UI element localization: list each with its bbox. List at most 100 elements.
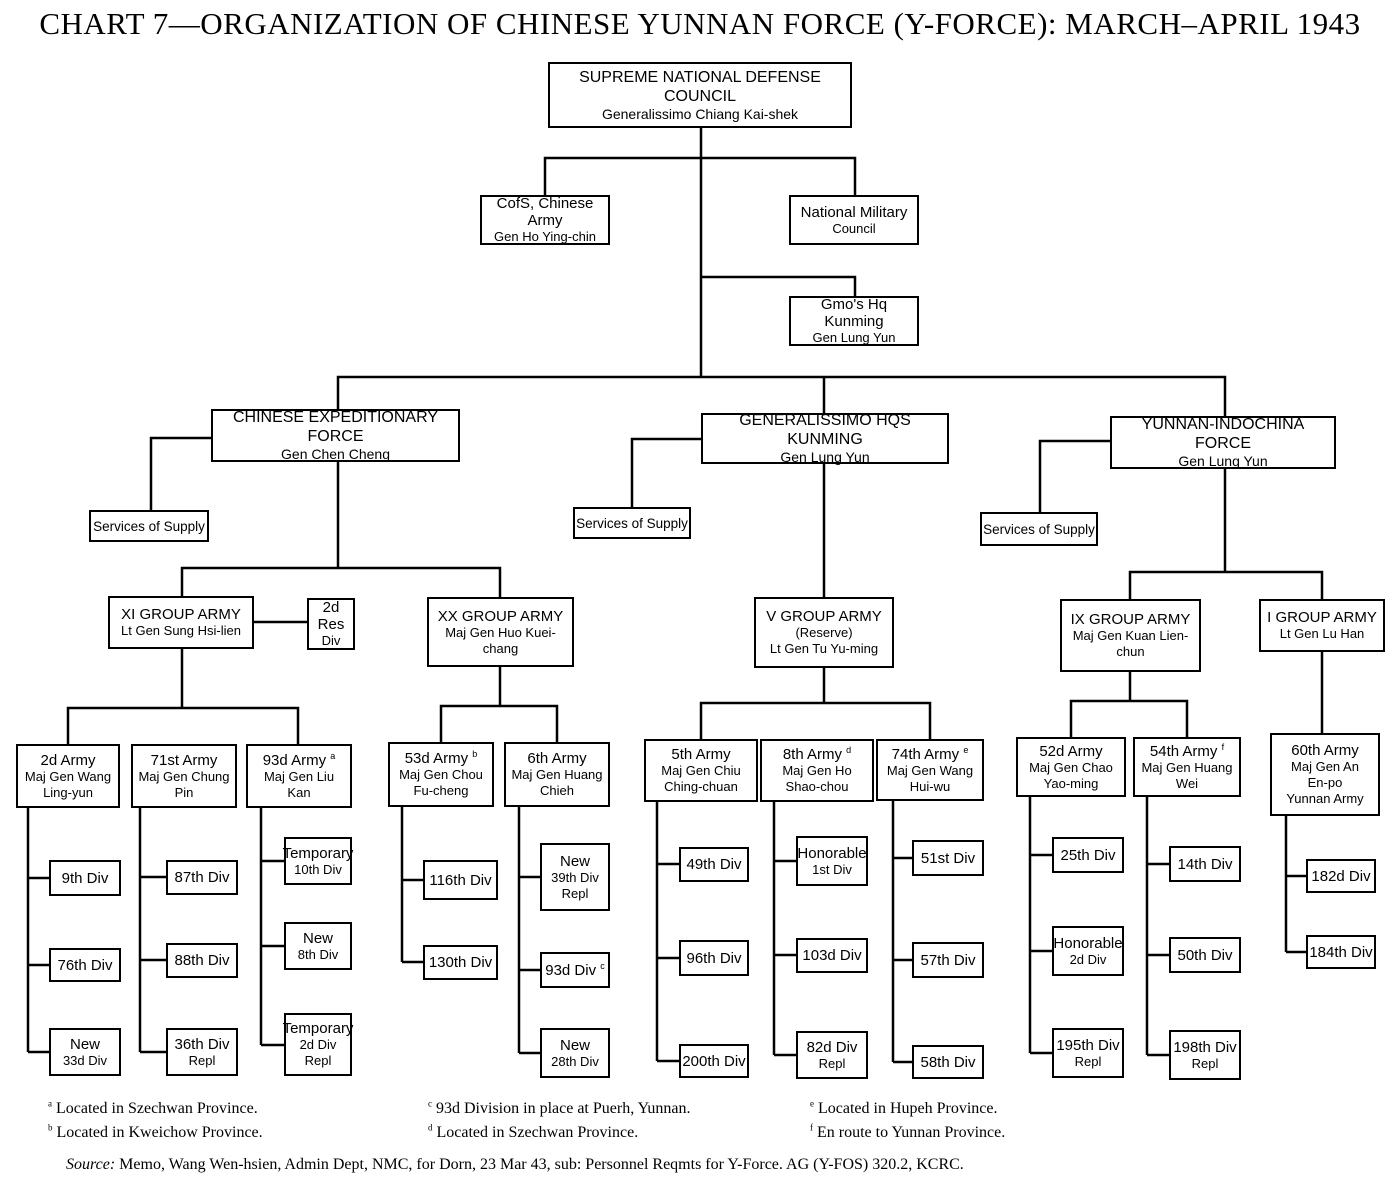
box-line: 52d Army bbox=[1039, 742, 1103, 760]
box-line: New bbox=[69, 1035, 100, 1053]
box-line: Lt Gen Sung Hsi-lien bbox=[121, 623, 241, 638]
box-line: 8th Div bbox=[297, 946, 339, 962]
box-line: Maj Gen Liu bbox=[263, 768, 335, 784]
connector bbox=[66, 706, 300, 744]
footnote-marker: b bbox=[472, 749, 478, 759]
box-line: 87th Div bbox=[174, 869, 230, 886]
footnote-marker: a bbox=[330, 750, 336, 761]
footnote-marker: f bbox=[1221, 741, 1225, 752]
box-sos2: Services of Supply bbox=[573, 507, 691, 539]
box-line: 96th Div bbox=[686, 949, 742, 967]
box-d130: 130th Div bbox=[423, 945, 498, 980]
box-line: 54th Army f bbox=[1149, 741, 1225, 760]
footnote-e: e Located in Hupeh Province. bbox=[810, 1098, 998, 1117]
box-d96: 96th Div bbox=[679, 940, 749, 976]
box-line: 51st Div bbox=[920, 849, 976, 867]
footnote-a: a Located in Szechwan Province. bbox=[48, 1098, 258, 1117]
box-d93: 93d Div c bbox=[540, 952, 610, 988]
box-line: Lt Gen Lu Han bbox=[1279, 626, 1365, 641]
box-d116: 116th Div bbox=[423, 860, 498, 900]
box-line: 184th Div bbox=[1309, 943, 1373, 961]
box-line: Wei bbox=[1175, 775, 1199, 791]
box-line: Honorable bbox=[1053, 934, 1123, 952]
box-line: Services of Supply bbox=[576, 515, 688, 531]
box-line: CHINESE EXPEDITIONARY FORCE bbox=[232, 409, 439, 445]
box-line: Maj Gen Wang bbox=[886, 762, 974, 778]
box-vga: V GROUP ARMY(Reserve)Lt Gen Tu Yu-ming bbox=[754, 597, 894, 668]
connector bbox=[543, 156, 857, 195]
box-line: 2d Div bbox=[1069, 951, 1107, 967]
box-line: Maj Gen Chung bbox=[138, 768, 230, 784]
box-line: 60th Army bbox=[1291, 742, 1359, 759]
box-line: 53d Army b bbox=[404, 749, 478, 768]
box-line: 14th Div bbox=[1177, 855, 1233, 873]
connector bbox=[439, 704, 559, 742]
box-line: XI GROUP ARMY bbox=[121, 606, 241, 623]
box-line: 8th Army d bbox=[782, 745, 852, 764]
footnote-b: b Located in Kweichow Province. bbox=[48, 1122, 263, 1141]
connector bbox=[149, 436, 211, 510]
box-line: XX GROUP ARMY bbox=[437, 607, 564, 625]
box-line: 33d Div bbox=[62, 1052, 108, 1068]
box-line: 116th Div bbox=[429, 871, 492, 889]
box-line: 93d Div c bbox=[545, 960, 605, 979]
footnote-c: c 93d Division in place at Puerh, Yunnan… bbox=[428, 1098, 691, 1117]
connector bbox=[699, 701, 932, 739]
box-line: Maj Gen Huang bbox=[1141, 759, 1233, 775]
box-line: Repl bbox=[188, 1052, 216, 1068]
box-d9: 9th Div bbox=[49, 860, 121, 896]
box-line: 25th Div bbox=[1060, 846, 1116, 864]
box-line: Gen Lung Yun bbox=[812, 330, 896, 345]
box-line: Maj Gen Huo Kuei- bbox=[445, 624, 556, 640]
box-line: Maj Gen An bbox=[1291, 759, 1359, 774]
box-line: 10th Div bbox=[294, 861, 342, 877]
box-d57: 57th Div bbox=[912, 942, 984, 978]
box-line: Gen Lung Yun bbox=[1178, 453, 1268, 469]
box-d76: 76th Div bbox=[49, 948, 121, 982]
box-line: Repl bbox=[561, 885, 589, 901]
box-line: 200th Div bbox=[682, 1052, 746, 1070]
box-line: Ling-yun bbox=[43, 784, 93, 800]
box-line: Honorable bbox=[797, 844, 867, 862]
box-line: Gen Lung Yun bbox=[780, 449, 870, 465]
connector bbox=[1069, 699, 1189, 737]
box-line: Maj Gen Huang bbox=[511, 767, 603, 782]
chart-title: CHART 7—ORGANIZATION OF CHINESE YUNNAN F… bbox=[39, 6, 1361, 41]
box-d49: 49th Div bbox=[679, 847, 749, 882]
box-line: Temporary bbox=[282, 1020, 354, 1037]
box-line: 74th Army e bbox=[891, 744, 969, 763]
box-line: Gmo's Hq Kunming bbox=[820, 296, 888, 330]
box-line: 182d Div bbox=[1311, 867, 1371, 885]
footnote-d: d Located in Szechwan Province. bbox=[428, 1122, 639, 1141]
box-line: Ching-chuan bbox=[664, 779, 738, 794]
box-line: 36th Div bbox=[174, 1035, 230, 1053]
box-line: 1st Div bbox=[812, 861, 852, 877]
box-line: chun bbox=[1116, 644, 1145, 659]
box-line: Kan bbox=[287, 784, 311, 800]
box-line: 5th Army bbox=[671, 746, 731, 763]
box-line: Maj Gen Kuan Lien- bbox=[1072, 628, 1189, 643]
footnote-f: f En route to Yunnan Province. bbox=[810, 1122, 1006, 1141]
footnote-marker: e bbox=[963, 744, 969, 755]
box-line: Gen Ho Ying-chin bbox=[494, 229, 596, 244]
box-d103: 103d Div bbox=[796, 938, 868, 973]
box-line: 6th Army bbox=[527, 750, 587, 767]
